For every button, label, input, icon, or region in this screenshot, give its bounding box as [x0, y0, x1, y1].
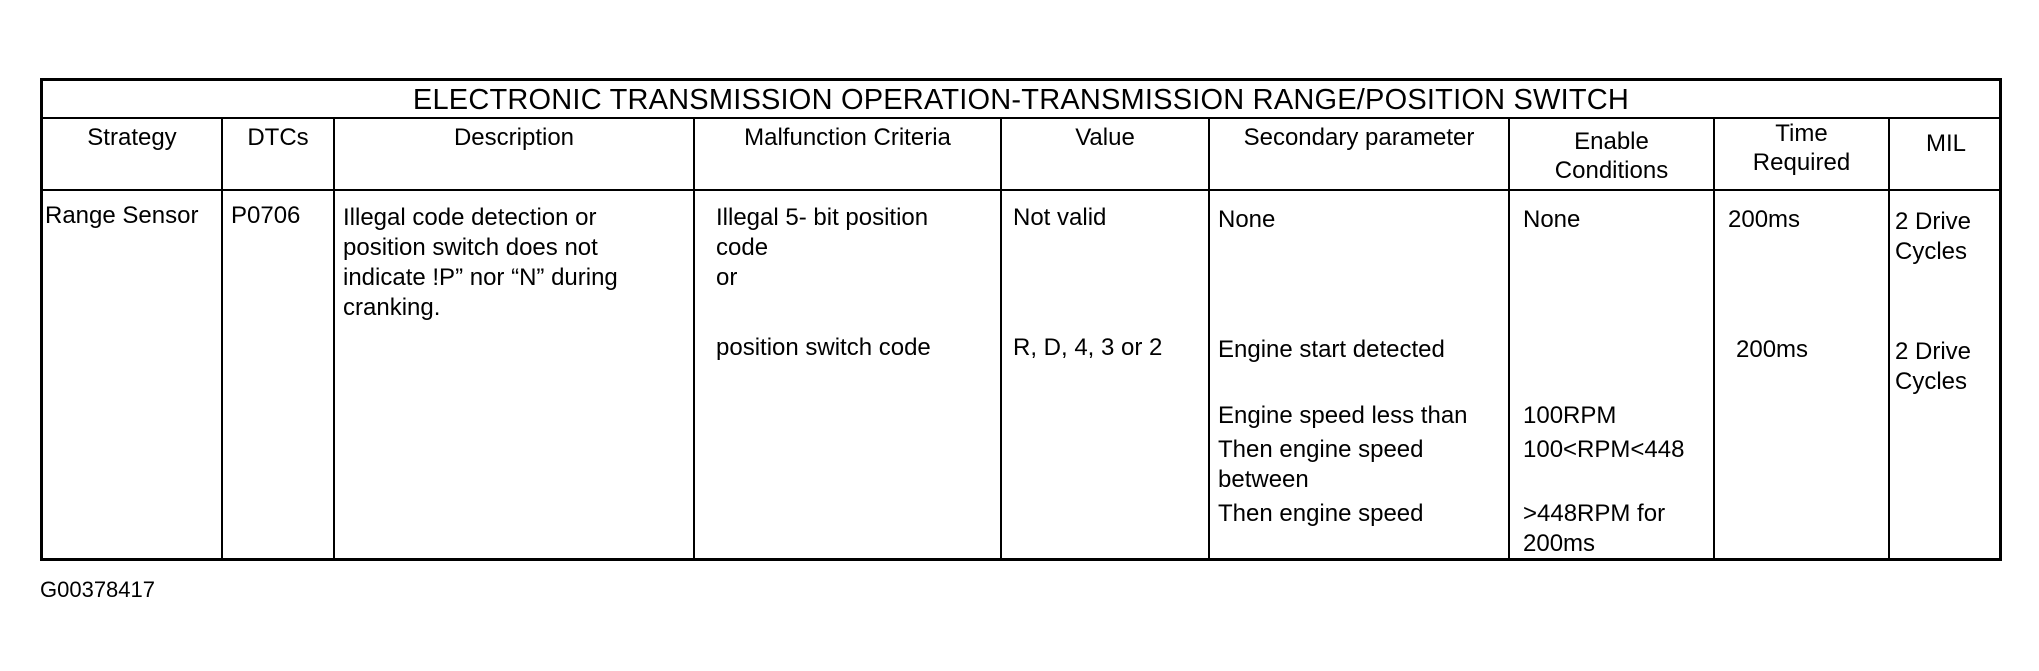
header-strategy: Strategy	[87, 124, 177, 151]
cell-secondary-3: Engine speed less than	[1218, 402, 1468, 429]
table-title: ELECTRONIC TRANSMISSION OPERATION-TRANSM…	[43, 81, 1999, 119]
column-divider	[1508, 117, 1510, 558]
column-divider	[693, 117, 695, 558]
figure-id: G00378417	[40, 577, 155, 602]
cell-value-2: R, D, 4, 3 or 2	[1013, 334, 1163, 361]
header-malfunction-criteria: Malfunction Criteria	[744, 124, 951, 151]
cell-malfunction-1: Illegal 5- bit position code or	[716, 204, 929, 291]
cell-secondary-1: None	[1218, 206, 1276, 233]
cell-enable-1: None	[1523, 206, 1581, 233]
header-value: Value	[1075, 124, 1135, 151]
cell-value-1: Not valid	[1013, 204, 1107, 231]
cell-secondary-2: Engine start detected	[1218, 336, 1445, 363]
column-divider	[1208, 117, 1210, 558]
header-dtcs: DTCs	[247, 124, 309, 151]
header-enable-conditions: Enable Conditions	[1554, 128, 1669, 184]
header-divider	[43, 189, 1999, 191]
header-time-required: Time Required	[1752, 120, 1851, 176]
cell-secondary-5: Then engine speed	[1218, 500, 1424, 527]
column-divider	[221, 117, 223, 558]
cell-enable-4: 100<RPM<448	[1523, 436, 1685, 463]
cell-malfunction-2: position switch code	[716, 334, 931, 361]
diagnostic-table: ELECTRONIC TRANSMISSION OPERATION-TRANSM…	[40, 78, 2002, 561]
cell-mil-1: 2 Drive Cycles	[1895, 208, 1972, 265]
cell-time-2: 200ms	[1736, 336, 1809, 363]
cell-strategy: Range Sensor	[45, 202, 199, 229]
cell-enable-3: 100RPM	[1523, 402, 1617, 429]
header-description: Description	[453, 124, 575, 151]
cell-secondary-4: Then engine speed between	[1218, 436, 1424, 493]
cell-enable-5: >448RPM for 200ms	[1523, 500, 1666, 557]
cell-dtc: P0706	[231, 202, 301, 229]
header-secondary-parameter: Secondary parameter	[1243, 124, 1475, 151]
column-divider	[1713, 117, 1715, 558]
column-divider	[333, 117, 335, 558]
column-divider	[1000, 117, 1002, 558]
cell-description: Illegal code detection or position switc…	[343, 204, 618, 321]
cell-mil-2: 2 Drive Cycles	[1895, 338, 1972, 395]
header-mil: MIL	[1925, 130, 1966, 157]
cell-time-1: 200ms	[1728, 206, 1801, 233]
column-divider	[1888, 117, 1890, 558]
